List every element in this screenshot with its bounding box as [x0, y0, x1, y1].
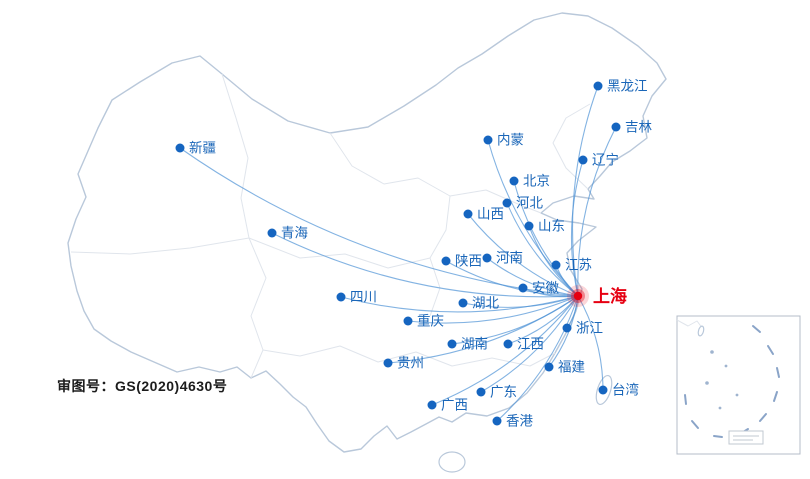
hainan-island: [438, 451, 466, 473]
south-china-sea-inset: [676, 315, 801, 455]
province-dot[interactable]: [427, 400, 437, 410]
province-label: 四川: [350, 290, 377, 305]
province-label: 河南: [496, 251, 523, 266]
inset-scale-box: [728, 430, 764, 445]
province-dot[interactable]: [524, 221, 534, 231]
province-dot[interactable]: [562, 323, 572, 333]
flight-line: [548, 295, 579, 368]
province-dot[interactable]: [441, 256, 451, 266]
china-outline: [67, 12, 667, 473]
province-label: 山东: [538, 219, 565, 234]
province-dot[interactable]: [544, 362, 554, 372]
province-dot[interactable]: [509, 176, 519, 186]
province-dot[interactable]: [593, 81, 603, 91]
province-label: 台湾: [612, 382, 639, 398]
province-label: 广东: [490, 385, 517, 400]
province-dot[interactable]: [463, 209, 473, 219]
province-label: 新疆: [189, 141, 216, 156]
flight-line: [387, 295, 579, 364]
flight-line: [431, 295, 579, 406]
flight-line: [407, 295, 579, 324]
china-border: [67, 12, 667, 453]
flight-line: [577, 295, 604, 391]
province-label: 黑龙江: [607, 79, 648, 94]
province-dot[interactable]: [482, 253, 492, 263]
province-label: 浙江: [576, 321, 603, 336]
province-dot[interactable]: [447, 339, 457, 349]
province-label: 安徽: [532, 281, 560, 296]
province-label: 青海: [281, 226, 308, 241]
flight-line: [513, 180, 579, 297]
flight-line: [445, 260, 579, 297]
province-dot[interactable]: [483, 135, 493, 145]
province-dot[interactable]: [458, 298, 468, 308]
flight-line: [522, 287, 579, 298]
province-dot[interactable]: [518, 283, 528, 293]
province-label: 辽宁: [592, 152, 619, 168]
province-dot[interactable]: [476, 387, 486, 397]
province-dot[interactable]: [503, 339, 513, 349]
province-dot[interactable]: [383, 358, 393, 368]
province-label: 香港: [506, 414, 534, 429]
flight-line: [486, 257, 579, 297]
province-label: 贵州: [397, 356, 424, 371]
province-dot[interactable]: [175, 143, 185, 153]
province-label: 江苏: [565, 258, 592, 273]
flight-line: [496, 295, 579, 422]
province-label: 湖北: [472, 296, 499, 311]
province-label: 河北: [516, 196, 544, 211]
province-label: 内蒙: [497, 133, 524, 148]
nine-dash-line: [684, 325, 780, 438]
flight-line: [571, 85, 599, 297]
map-markers: 黑龙江吉林辽宁 内蒙北京河北山西山东 新疆青海陕西河南 江苏安徽四川 湖北重庆湖南 江西 浙…: [175, 79, 653, 429]
province-dot[interactable]: [492, 416, 502, 426]
province-dot[interactable]: [611, 122, 621, 132]
province-dot[interactable]: [267, 228, 277, 238]
province-label: 北京: [523, 174, 550, 189]
flight-line: [506, 202, 579, 297]
hub-label: 上海: [593, 286, 627, 306]
province-label: 广西: [441, 398, 468, 413]
hub-marker[interactable]: [573, 291, 583, 301]
province-label: 吉林: [625, 120, 653, 135]
province-dot[interactable]: [578, 155, 588, 165]
flight-line: [462, 295, 579, 308]
province-dot[interactable]: [336, 292, 346, 302]
map-approval-number: 审图号：GS(2020)4630号: [57, 378, 228, 394]
province-label: 湖南: [461, 337, 488, 352]
province-label: 山西: [477, 207, 504, 222]
flight-line: [467, 213, 579, 297]
province-dot[interactable]: [403, 316, 413, 326]
flight-line: [570, 159, 584, 297]
province-label: 福建: [558, 360, 585, 375]
province-label: 江西: [517, 337, 544, 352]
inset-islands: [705, 350, 739, 410]
province-dot[interactable]: [502, 198, 512, 208]
flight-line: [340, 295, 579, 313]
province-dot[interactable]: [598, 385, 608, 395]
flight-line: [480, 295, 579, 393]
province-label: 重庆: [417, 314, 444, 329]
province-dot[interactable]: [551, 260, 561, 270]
flight-line: [271, 232, 579, 298]
province-label: 陕西: [455, 254, 482, 269]
province-borders: [70, 73, 591, 379]
flight-line: [577, 126, 617, 297]
inset-taiwan: [697, 325, 705, 337]
